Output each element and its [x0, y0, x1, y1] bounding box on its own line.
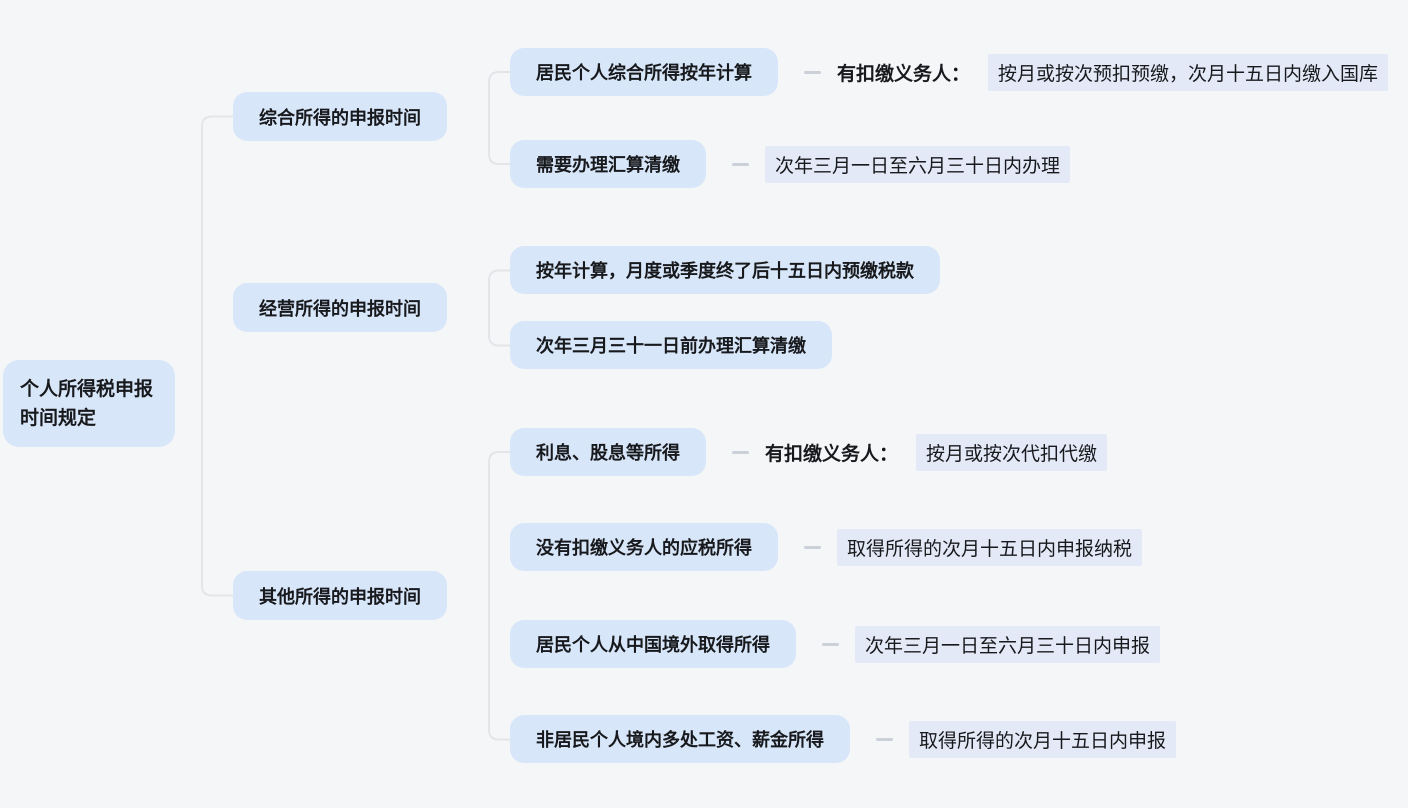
branch2-children-bracket — [488, 269, 510, 347]
child-row: 次年三月三十一日前办理汇算清缴 — [510, 321, 832, 369]
connector-dash — [876, 737, 893, 741]
branch1-children-bracket — [488, 71, 510, 165]
root-node[interactable]: 个人所得税申报时间规定 — [3, 360, 175, 447]
child-row: 按年计算，月度或季度终了后十五日内预缴税款 — [510, 246, 940, 294]
detail-prefix-label[interactable]: 有扣缴义务人： — [837, 63, 971, 85]
root-node-label: 个人所得税申报时间规定 — [20, 378, 154, 429]
detail-node[interactable]: 取得所得的次月十五日内申报 — [909, 720, 1177, 758]
child-node-annual-calculation[interactable]: 居民个人综合所得按年计算 — [510, 48, 778, 96]
child-node-overseas-income[interactable]: 居民个人从中国境外取得所得 — [510, 620, 796, 668]
detail-node[interactable]: 按月或按次预扣预缴，次月十五日内缴入国库 — [988, 53, 1389, 91]
detail-node[interactable]: 取得所得的次月十五日内申报纳税 — [837, 528, 1143, 566]
detail-node[interactable]: 按月或按次代扣代缴 — [916, 433, 1108, 471]
child-node-no-withholding-agent[interactable]: 没有扣缴义务人的应税所得 — [510, 523, 778, 571]
child-node-prepay-within-15-days[interactable]: 按年计算，月度或季度终了后十五日内预缴税款 — [510, 246, 940, 294]
child-row: 需要办理汇算清缴 次年三月一日至六月三十日内办理 — [510, 140, 1071, 188]
branch3-children-bracket — [488, 451, 510, 741]
connector-dash — [804, 545, 821, 549]
detail-node[interactable]: 次年三月一日至六月三十日内申报 — [855, 625, 1161, 663]
child-row: 利息、股息等所得 有扣缴义务人： 按月或按次代扣代缴 — [510, 428, 1108, 476]
connector-dash — [804, 70, 821, 74]
detail-prefix-label[interactable]: 有扣缴义务人： — [765, 443, 899, 465]
branch-node-other-income[interactable]: 其他所得的申报时间 — [233, 571, 447, 620]
child-row: 非居民个人境内多处工资、薪金所得 取得所得的次月十五日内申报 — [510, 715, 1177, 763]
connector-dash — [732, 450, 749, 454]
detail-node[interactable]: 次年三月一日至六月三十日内办理 — [765, 145, 1071, 183]
child-row: 没有扣缴义务人的应税所得 取得所得的次月十五日内申报纳税 — [510, 523, 1143, 571]
branch-node-business-income[interactable]: 经营所得的申报时间 — [233, 283, 447, 332]
child-node-nonresident-multiple-wages[interactable]: 非居民个人境内多处工资、薪金所得 — [510, 715, 850, 763]
child-row: 居民个人从中国境外取得所得 次年三月一日至六月三十日内申报 — [510, 620, 1161, 668]
trunk-bracket — [201, 115, 233, 597]
child-node-interest-dividend-income[interactable]: 利息、股息等所得 — [510, 428, 706, 476]
child-row: 居民个人综合所得按年计算 有扣缴义务人： 按月或按次预扣预缴，次月十五日内缴入国… — [510, 48, 1389, 96]
child-node-final-settlement[interactable]: 需要办理汇算清缴 — [510, 140, 706, 188]
connector-dash — [732, 162, 749, 166]
child-node-settle-before-march-31[interactable]: 次年三月三十一日前办理汇算清缴 — [510, 321, 832, 369]
connector-dash — [822, 642, 839, 646]
branch-node-comprehensive-income[interactable]: 综合所得的申报时间 — [233, 92, 447, 141]
